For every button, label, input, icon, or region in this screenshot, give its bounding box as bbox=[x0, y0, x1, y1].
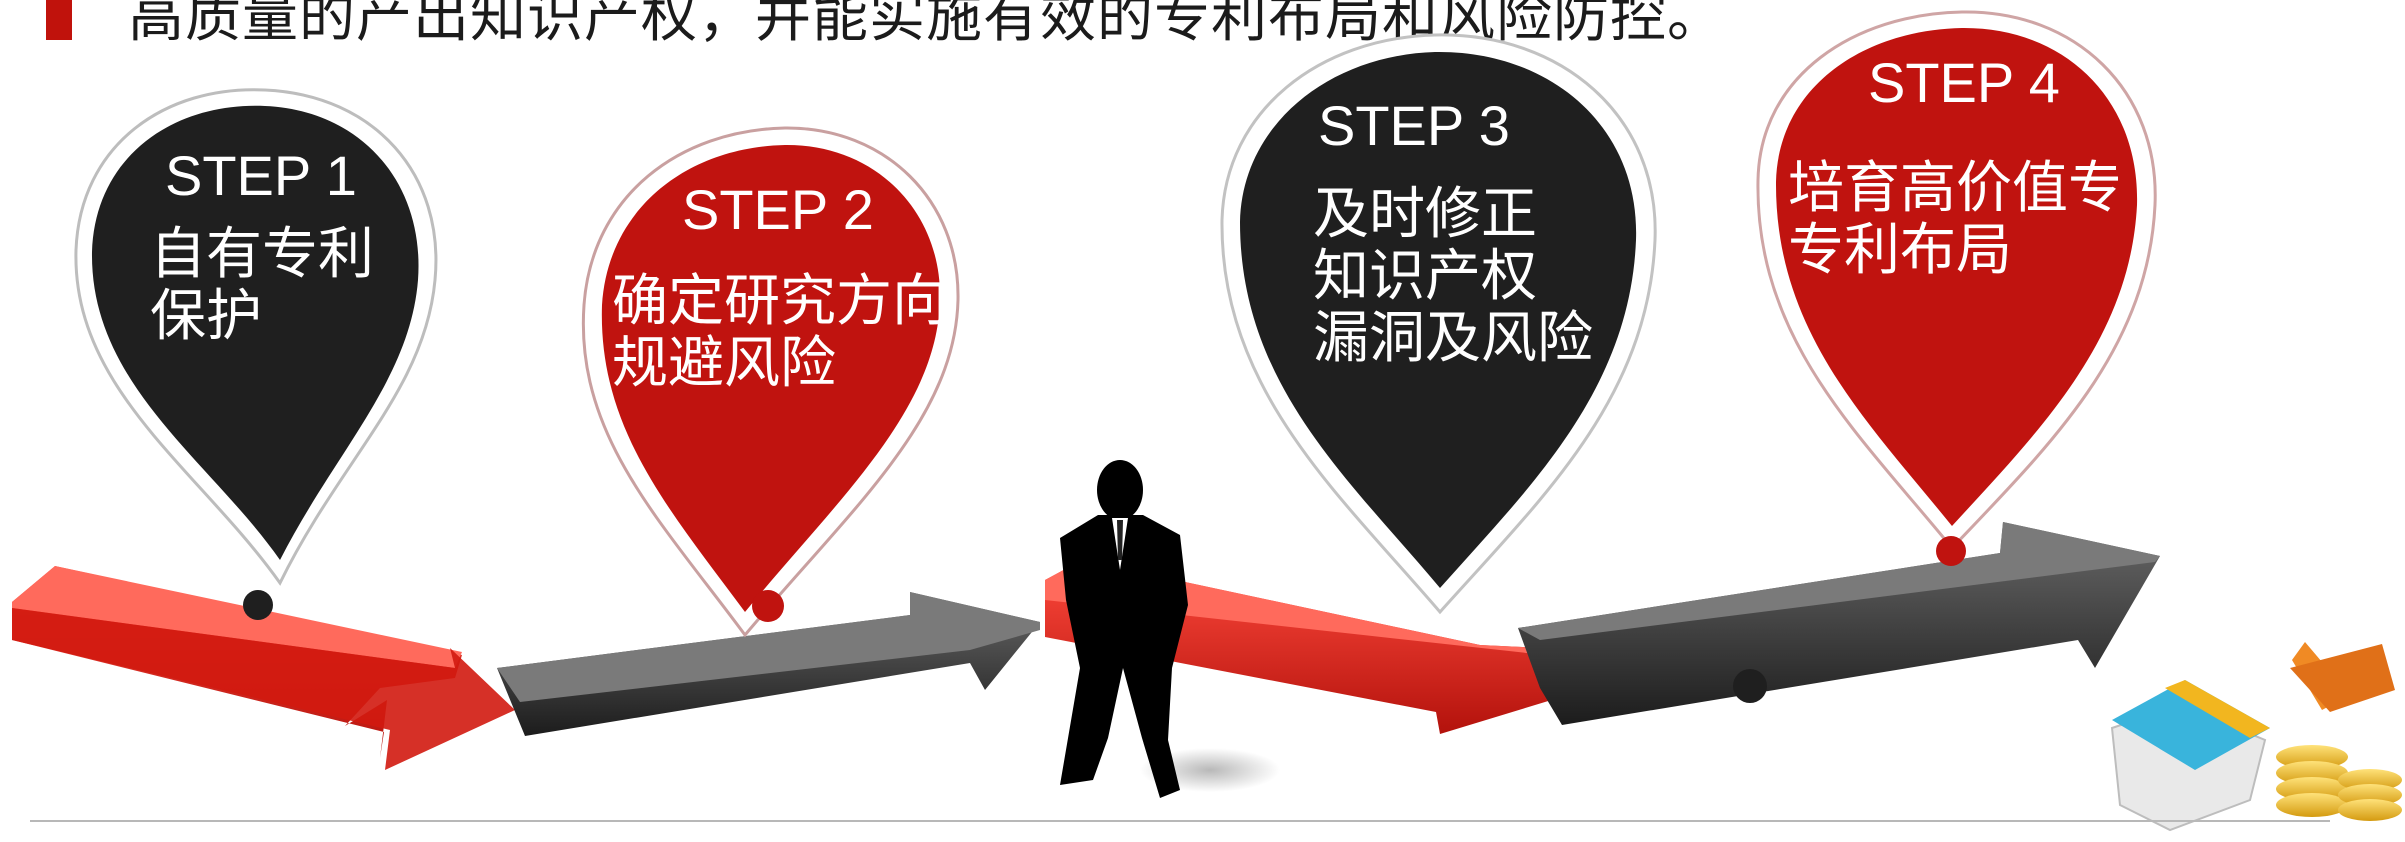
step-3-text: STEP 3 bbox=[1318, 98, 1510, 154]
arrow-segment-2 bbox=[497, 592, 1040, 736]
step-pin-1 bbox=[74, 88, 438, 620]
step-3-line-1: 及时修正 bbox=[1313, 182, 1537, 245]
step-2-text: STEP 2 bbox=[682, 182, 874, 238]
bottom-divider bbox=[30, 820, 2330, 822]
arrow-segment-1 bbox=[12, 566, 515, 770]
step-3-label: STEP 3 bbox=[1318, 94, 1510, 157]
step-3-line-3: 漏洞及风险 bbox=[1313, 306, 1593, 369]
step-pin-4 bbox=[1756, 10, 2157, 566]
step-4-text: STEP 4 bbox=[1868, 55, 2060, 111]
step-1-body: 自有专利 保护 bbox=[150, 223, 374, 347]
step-3-line-2: 知识产权 bbox=[1313, 244, 1537, 307]
step-2-line-1: 确定研究方向 bbox=[612, 269, 948, 332]
businessman-silhouette-icon bbox=[1060, 460, 1280, 798]
arrow-segment-4 bbox=[1518, 522, 2160, 725]
step-4-line-2: 专利布局 bbox=[1788, 218, 2012, 281]
step-3-body: 及时修正 知识产权 漏洞及风险 bbox=[1313, 183, 1593, 369]
title-marker bbox=[46, 0, 72, 40]
step-2-body: 确定研究方向 规避风险 bbox=[612, 270, 948, 394]
step-pin-3 bbox=[1220, 33, 1767, 703]
step-4-label: STEP 4 bbox=[1868, 51, 2060, 114]
step-4-line-1: 培育高价值专利 bbox=[1788, 157, 2118, 219]
step-2-line-2: 规避风险 bbox=[612, 331, 836, 394]
money-coins-icon bbox=[2110, 642, 2402, 832]
step-1-text: STEP 1 bbox=[165, 148, 357, 204]
step-1-line-1: 自有专利 bbox=[150, 222, 374, 285]
step-1-label: STEP 1 bbox=[165, 144, 357, 207]
step-4-body: 培育高价值专利 专利布局 bbox=[1788, 157, 2118, 281]
step-2-label: STEP 2 bbox=[682, 178, 874, 241]
step-1-line-2: 保护 bbox=[150, 284, 262, 347]
step-pin-2 bbox=[581, 126, 960, 638]
